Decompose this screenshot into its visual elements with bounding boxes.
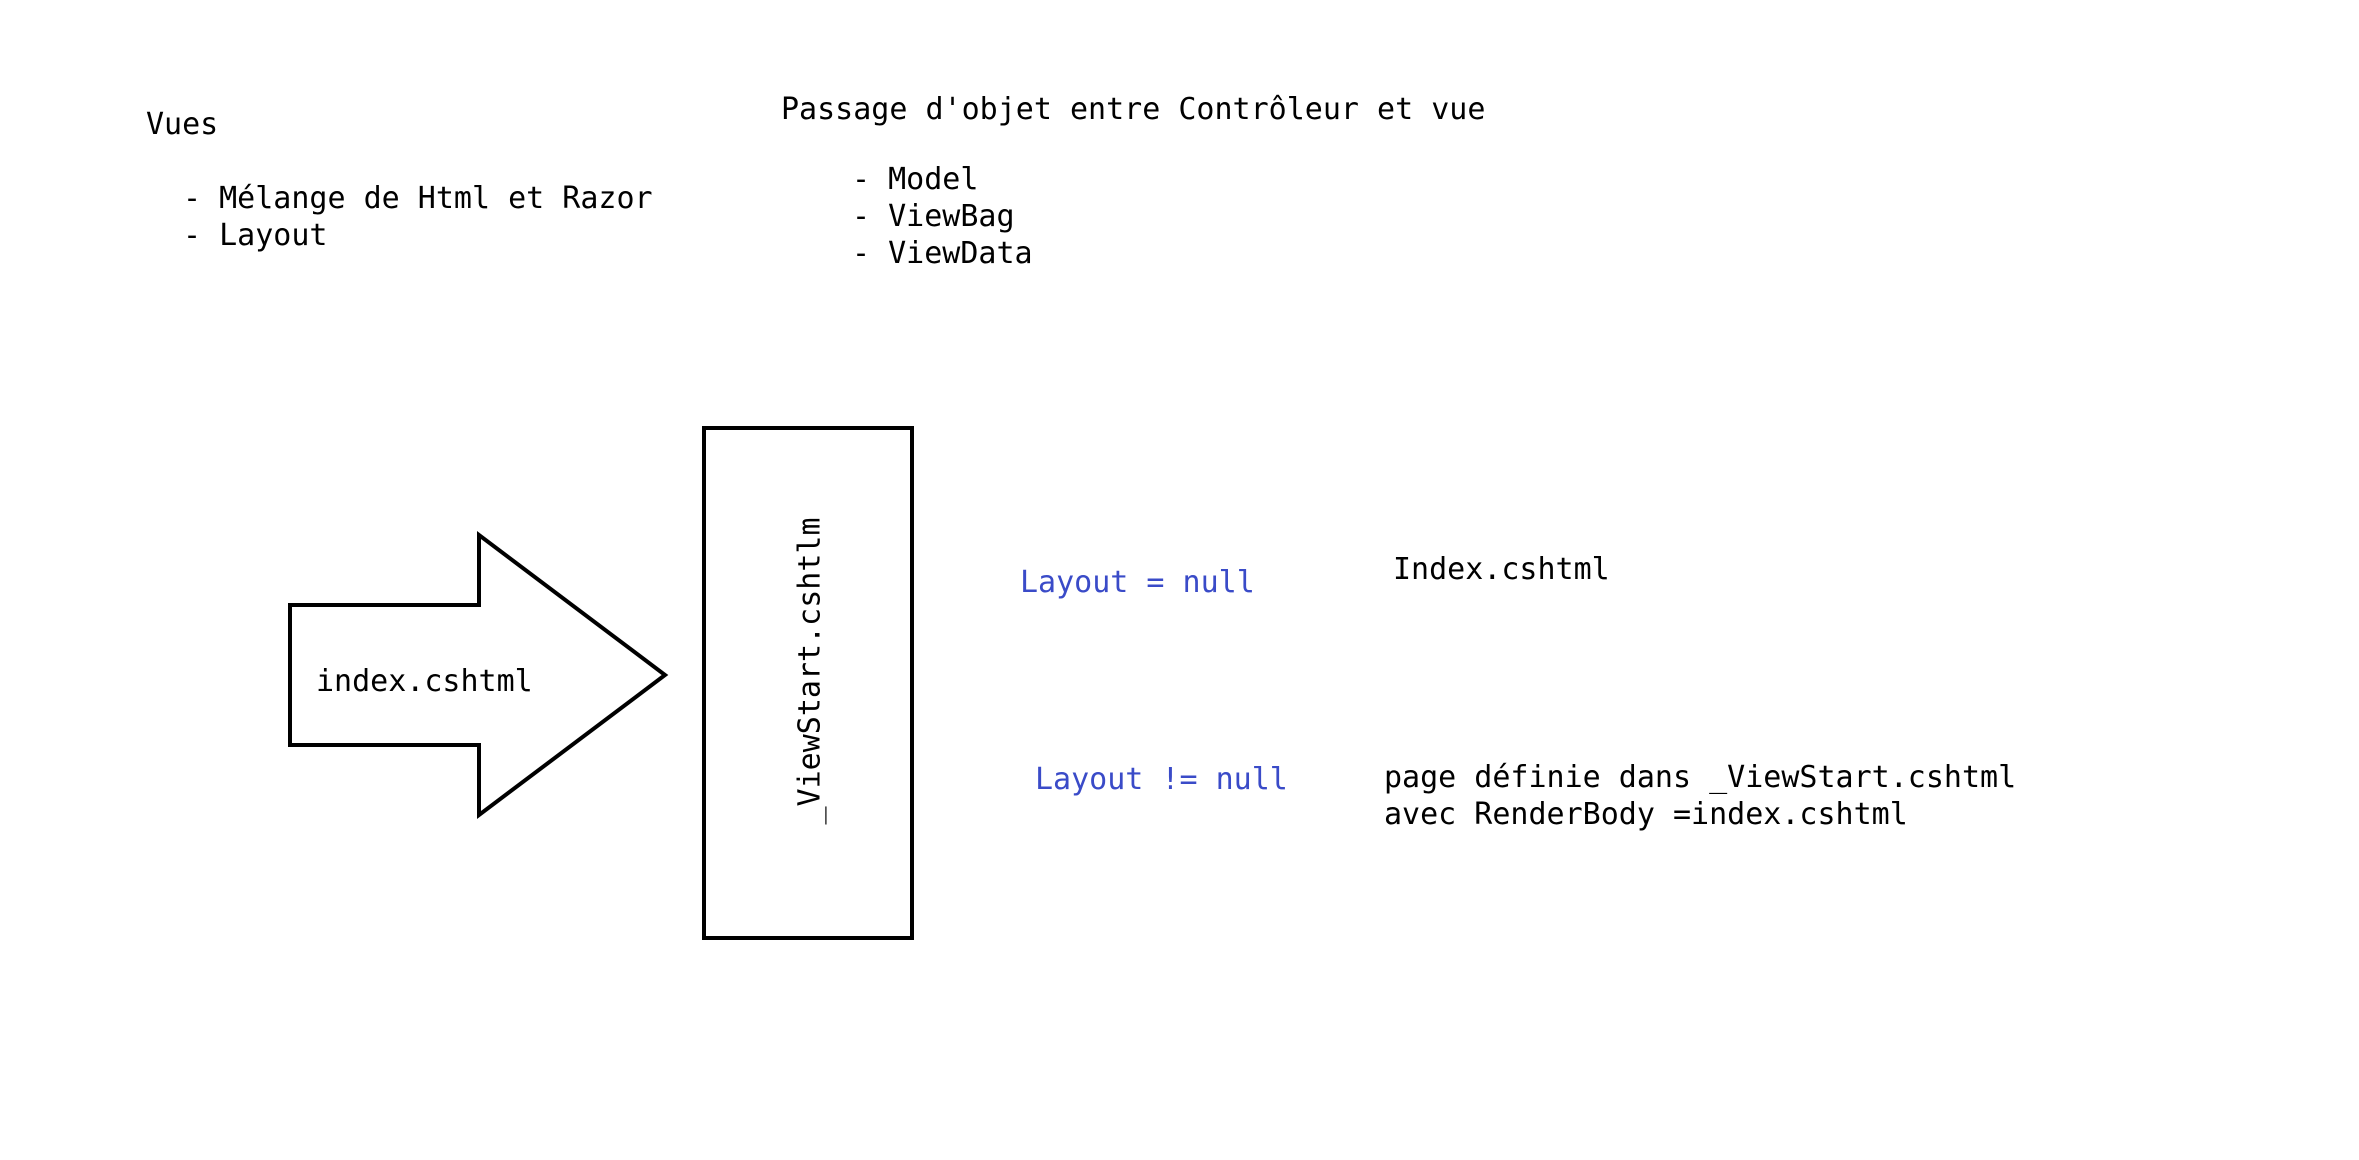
passage-item-viewdata: ViewData [852,235,1033,272]
viewstart-box [702,426,914,940]
passage-item-viewdata-text: ViewData [888,236,1033,271]
passage-list: Model ViewBag ViewData [852,161,1033,272]
passage-item-model: Model [852,161,1033,198]
arrow-label: index.cshtml [316,664,533,699]
passage-title: Passage d'objet entre Contrôleur et vue [781,92,1486,127]
vues-item-layout: Layout [183,217,653,254]
result-index-cshtml: Index.cshtml [1393,552,1610,587]
passage-item-viewbag-text: ViewBag [888,199,1015,234]
vues-list: Mélange de Html et Razor Layout [183,180,653,254]
vues-item-melange: Mélange de Html et Razor [183,180,653,217]
result-page-definie-line1: page définie dans _ViewStart.cshtml [1384,760,2017,795]
passage-item-model-text: Model [888,162,979,197]
viewstart-box-label: _ViewStart.cshtlm [792,517,828,825]
result-page-definie-line2: avec RenderBody =index.cshtml [1384,797,1908,832]
vues-item-melange-text: Mélange de Html et Razor [219,181,653,216]
vues-title: Vues [146,107,219,142]
flow-arrow [288,530,669,820]
passage-item-viewbag: ViewBag [852,198,1033,235]
condition-layout-null: Layout = null [1020,565,1255,600]
condition-layout-not-null: Layout != null [1035,762,1288,797]
vues-item-layout-text: Layout [219,218,328,253]
